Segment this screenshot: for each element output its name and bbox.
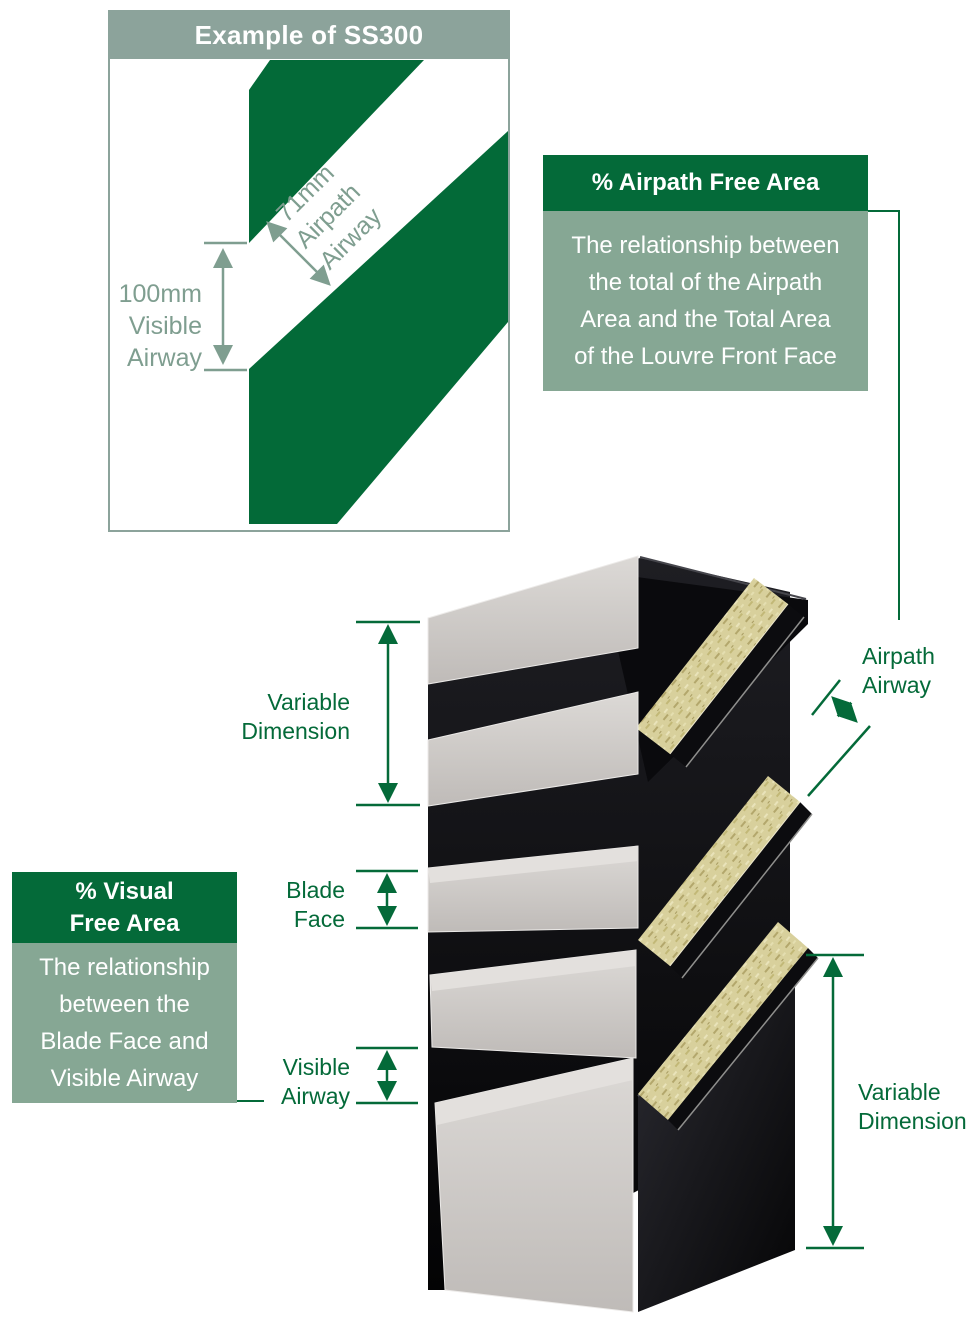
airpath-airway-label: Airpath Airway — [862, 643, 935, 699]
visual-callout-title: % Visual Free Area — [12, 872, 237, 943]
airpath-callout-body: The relationship between the total of th… — [543, 211, 868, 391]
airpath-free-area-callout: % Airpath Free Area The relationship bet… — [543, 155, 868, 391]
visual-callout-body: The relationship between the Blade Face … — [12, 943, 237, 1103]
example-box-title: Example of SS300 — [110, 12, 508, 59]
visible-airway-label: Visible Airway — [280, 1054, 350, 1110]
louvre-blades — [427, 555, 639, 1313]
airpath-callout-title: % Airpath Free Area — [543, 155, 868, 211]
variable-dimension-left-label: Variable Dimension — [241, 689, 350, 745]
model-dimensions — [356, 620, 871, 1250]
visual-free-area-callout: % Visual Free Area The relationship betw… — [12, 872, 237, 1103]
visible-airway-100mm-label: 100mm Visible Airway — [118, 280, 202, 372]
variable-dimension-right-label: Variable Dimension — [858, 1079, 967, 1135]
airpath-callout-connector — [868, 210, 900, 620]
blade-face-label: Blade Face — [286, 877, 345, 933]
louvre-model — [427, 555, 819, 1313]
